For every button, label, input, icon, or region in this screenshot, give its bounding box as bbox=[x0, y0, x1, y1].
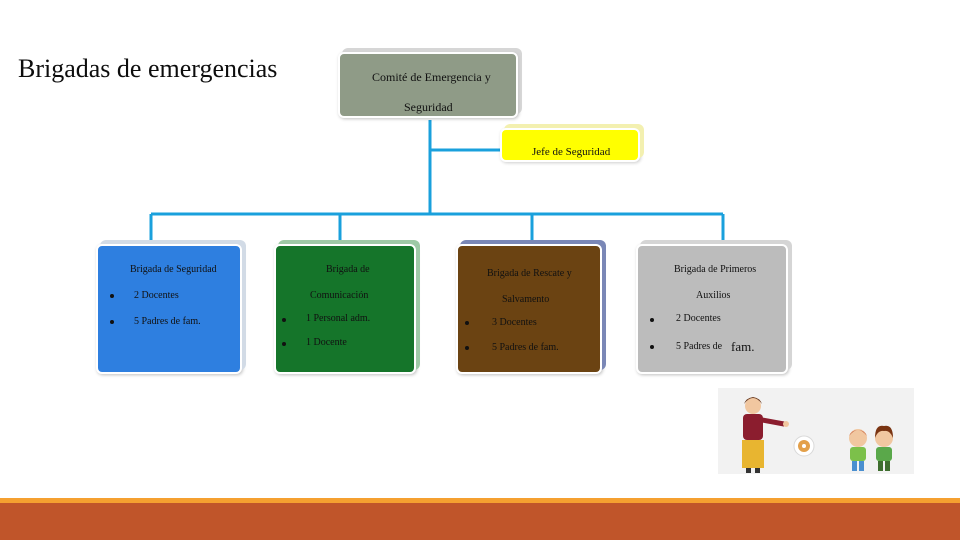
bullet-icon bbox=[465, 321, 469, 325]
brigada-rescate-title-2: Salvamento bbox=[502, 294, 550, 305]
illustration-graphic bbox=[742, 397, 893, 473]
bullet-icon bbox=[650, 318, 654, 322]
page-title: Brigadas de emergencias bbox=[18, 54, 278, 83]
teacher-children-illustration bbox=[718, 388, 914, 474]
brigada-primeros-auxilios-box bbox=[636, 244, 788, 374]
brigada-seguridad-title: Brigada de Seguridad bbox=[130, 264, 217, 275]
brigada-primeros-auxilios-item-2: 5 Padres de bbox=[676, 341, 723, 352]
comite-box bbox=[338, 52, 518, 118]
footer-bar bbox=[0, 503, 960, 540]
brigada-comunicacion-title-2: Comunicación bbox=[310, 290, 369, 301]
brigada-primeros-auxilios-title-1: Brigada de Primeros bbox=[674, 264, 757, 275]
brigada-rescate-box bbox=[456, 244, 602, 374]
brigada-comunicacion-box bbox=[274, 244, 416, 374]
brigada-seguridad-box bbox=[96, 244, 242, 374]
bullet-icon bbox=[650, 345, 654, 349]
brigada-primeros-auxilios-item-1: 2 Docentes bbox=[676, 313, 721, 324]
footer-accent-bar bbox=[0, 498, 960, 503]
brigada-rescate-title-1: Brigada de Rescate y bbox=[487, 268, 572, 279]
brigada-primeros-auxilios-title-2: Auxilios bbox=[696, 290, 731, 301]
bullet-icon bbox=[282, 318, 286, 322]
brigada-comunicacion-item-1: 1 Personal adm. bbox=[306, 313, 371, 324]
brigada-primeros-auxilios-item-2b: fam. bbox=[731, 339, 755, 354]
jefe-box bbox=[500, 128, 640, 162]
bullet-icon bbox=[110, 294, 114, 298]
bullet-icon bbox=[282, 342, 286, 346]
bullet-icon bbox=[110, 320, 114, 324]
brigada-rescate-item-2: 5 Padres de fam. bbox=[492, 342, 559, 353]
brigada-seguridad-item-1: 2 Docentes bbox=[134, 290, 179, 301]
jefe-label: Jefe de Seguridad bbox=[532, 146, 611, 158]
brigada-seguridad-item-2: 5 Padres de fam. bbox=[134, 316, 201, 327]
brigada-comunicacion-title-1: Brigada de bbox=[326, 264, 370, 275]
comite-label-line2: Seguridad bbox=[404, 100, 453, 114]
bullet-icon bbox=[465, 346, 469, 350]
brigada-comunicacion-item-2: 1 Docente bbox=[306, 337, 347, 348]
comite-label-line1: Comité de Emergencia y bbox=[372, 70, 491, 84]
brigada-rescate-item-1: 3 Docentes bbox=[492, 317, 537, 328]
